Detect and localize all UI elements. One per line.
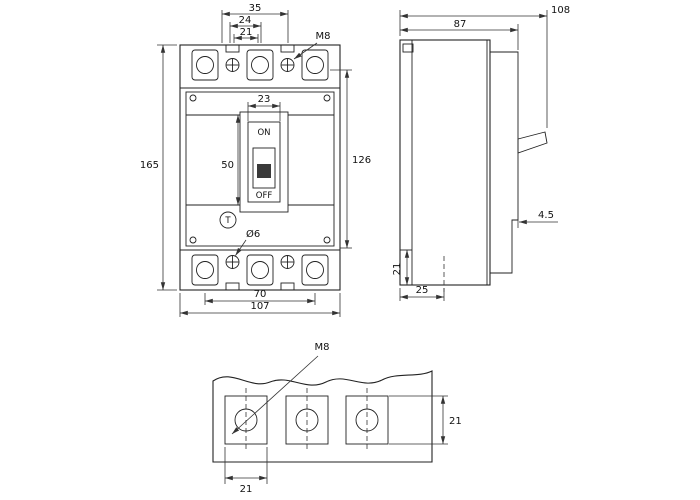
terminal-hole [306, 261, 324, 279]
dim-overall-depth: 108 [551, 5, 570, 16]
terminal-pad [246, 49, 274, 81]
bottom-slot [225, 282, 240, 291]
terminal-screw [225, 255, 240, 269]
dim-overall-width: 107 [250, 301, 269, 312]
side-view-body [399, 39, 548, 292]
terminal-screw [280, 255, 295, 269]
side-front-face [490, 51, 519, 274]
dim-terminal-span: 35 [249, 3, 262, 14]
cover-screw [323, 94, 331, 102]
terminal-hole [251, 56, 269, 74]
m8-leader [293, 42, 318, 60]
toggle-handle [252, 147, 276, 189]
mounting-foot [402, 43, 414, 53]
terminal-pad [301, 49, 329, 81]
terminal-hole [306, 56, 324, 74]
m8-detail-leader [231, 355, 319, 435]
on-label: ON [257, 128, 270, 138]
bottom-slot [280, 282, 295, 291]
terminal-hole [251, 261, 269, 279]
terminal-screw [225, 58, 240, 72]
side-view-dimensions: 108 87 4.5 21 25 [392, 5, 570, 301]
terminal-hole [196, 261, 214, 279]
front-view-dimensions: 35 24 21 M8 165 50 23 126 Ø6 70 107 [140, 3, 371, 317]
dim-hole-offset: 25 [416, 285, 429, 296]
trip-test-button [219, 211, 237, 229]
off-label: OFF [256, 191, 273, 201]
toggle-grip [257, 164, 271, 178]
top-slot [280, 44, 295, 53]
terminal-hole [196, 56, 214, 74]
mounting-detail-dimensions: M8 21 21 [224, 342, 462, 495]
dim-terminal-hole-offset: 21 [240, 27, 253, 38]
terminal-pad [191, 49, 219, 81]
dim-panel-step: 4.5 [538, 210, 554, 221]
d6-leader [235, 239, 247, 256]
dim-foot-height: 21 [392, 263, 403, 276]
dim-mounting-height: 126 [352, 155, 371, 166]
m8-label: M8 [316, 31, 331, 42]
dim-overall-height: 165 [140, 160, 159, 171]
dim-switch-width: 23 [258, 94, 271, 105]
terminal-pad [246, 254, 274, 286]
dim-terminal-pitch: 70 [254, 289, 267, 300]
cover-screw [189, 236, 197, 244]
cover-screw [189, 94, 197, 102]
dim-pad-height: 21 [449, 416, 462, 427]
trip-button-label: T [224, 216, 231, 226]
terminal-pad [191, 254, 219, 286]
cover-screw [323, 236, 331, 244]
terminal-pad [301, 254, 329, 286]
side-body-outline [399, 39, 491, 286]
side-handle [517, 131, 548, 154]
dim-body-depth: 87 [454, 19, 467, 30]
m8-detail-label: M8 [315, 342, 330, 353]
front-view-body: T ON OFF [179, 44, 341, 291]
busbar-strip-outline [212, 370, 433, 463]
dim-terminal-width: 24 [239, 15, 252, 26]
mounting-detail-body [212, 370, 433, 463]
dim-face-height: 50 [221, 160, 234, 171]
switch-recess [247, 121, 281, 203]
terminal-screw [280, 58, 295, 72]
breaker-body-outline [179, 44, 341, 291]
dim-pad-width: 21 [240, 484, 253, 495]
breaker-cover-outline [185, 91, 335, 247]
d6-label: Ø6 [246, 228, 260, 240]
top-slot [225, 44, 240, 53]
